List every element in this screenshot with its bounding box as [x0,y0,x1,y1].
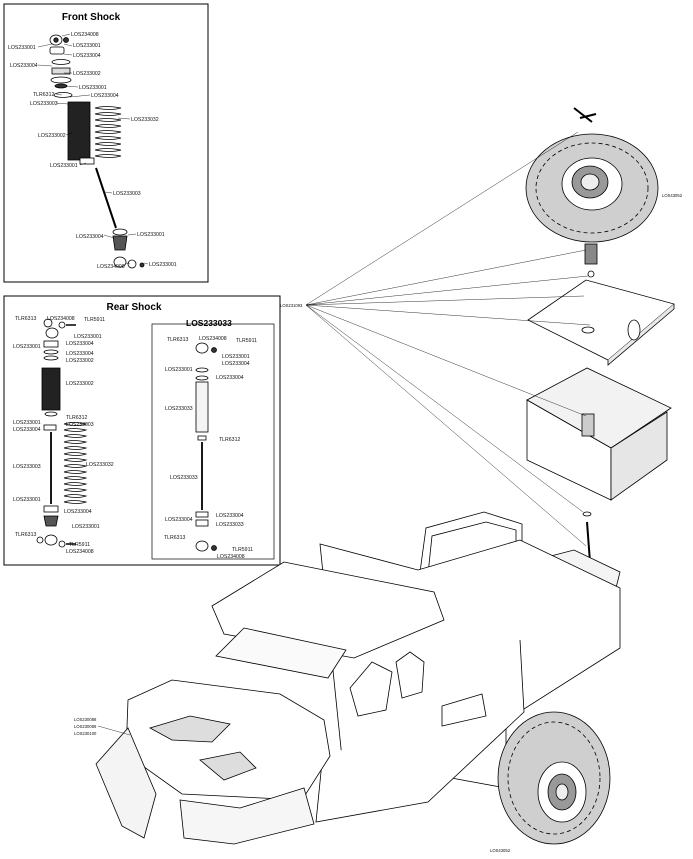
body-callout-label: LOS230088 [74,717,97,722]
rear-shock-label: LOS233004 [64,509,92,515]
front-shock-label: LOS233001 [8,45,36,51]
rear-shock-alt-label: LOS233004 [216,375,244,381]
callout-lines [305,131,591,547]
rear-shock-alt-box: LOS233033 TLR6313 LOS234008 TLR5911 LOS2… [151,318,275,560]
rear-shock-alt-label: TLR6313 [167,337,188,343]
rear-shock-alt-label: LOS233033 [165,406,193,412]
front-shock-label: TLR6312 [33,92,54,98]
body-callout-label: LOS230089 [74,724,97,729]
front-shock-label: LOS233001 [50,163,78,169]
vehicle-body [95,511,621,845]
rear-shock-label: LOS233004 [13,427,41,433]
rear-shock-label: LOS233001 [13,344,41,350]
front-shock-label: LOS234008 [71,32,99,38]
rear-shock-label: TLR5911 [69,542,90,548]
front-shock-label: LOS233004 [73,53,101,59]
rear-shock-label: LOS233001 [13,420,41,426]
rear-shock-label: LOS233003 [13,464,41,470]
rear-shock-alt-label: LOS233004 [165,517,193,523]
rear-shock-alt-label: TLR6312 [219,437,240,443]
rear-shock-alt-label: LOS233033 [216,522,244,528]
rear-shock-label: LOS234008 [47,316,75,322]
rear-shock-label: LOS233003 [66,422,94,428]
rear-shock-alt-label: LOS233001 [165,367,193,373]
rear-shock-alt-label: LOS234008 [199,336,227,342]
front-shock-leaders [37,33,149,265]
front-shock-labels: LOS234008 LOS233001 LOS233001 LOS233004 … [8,32,177,270]
rear-shock-label: LOS234008 [66,549,94,555]
front-shock-drawing [49,34,145,269]
rear-shock-label: TLR5911 [84,317,105,323]
front-shock-label: LOS233001 [149,262,177,268]
rear-shock-label: LOS233002 [66,381,94,387]
rear-shock-alt-label: LOS233033 [170,475,198,481]
rear-shock-label: LOS233001 [72,524,100,530]
rear-shock-labels: TLR6313 LOS234008 TLR5911 LOS233001 LOS2… [13,316,114,555]
front-tire [497,711,611,845]
front-shock-panel: Front Shock [3,3,209,283]
rear-shock-alt-label: LOS233004 [222,361,250,367]
rear-shock-drawing [36,318,88,548]
shared-callout-label: LOS231093 [280,303,303,308]
rear-shock-alt-label: LOS234008 [217,554,245,560]
battery-box [526,367,672,501]
rear-shock-label: LOS233001 [74,334,102,340]
front-shock-label: LOS233004 [76,234,104,240]
body-callout-label: LOS230100 [74,731,97,736]
front-shock-label: LOS233001 [73,43,101,49]
rear-shock-alt-title: LOS233033 [186,318,232,328]
front-shock-label: LOS233002 [73,71,101,77]
front-shock-label: LOS233003 [113,191,141,197]
rear-shock-label: TLR6312 [66,415,87,421]
rear-shock-alt-label: LOS233004 [216,513,244,519]
front-shock-title: Front Shock [62,12,121,23]
front-shock-label: LOS233003 [30,101,58,107]
rear-shock-label: TLR6313 [15,532,36,538]
rear-shock-label: LOS233002 [66,358,94,364]
rear-shock-alt-label: TLR5911 [236,338,257,344]
rear-shock-alt-label: LOS233001 [222,354,250,360]
rear-shock-title: Rear Shock [106,302,161,313]
spare-tire [525,107,659,278]
screw [582,511,592,563]
front-shock-label: LOS233004 [91,93,119,99]
body-callouts: LOS230088 LOS230089 LOS230100 [74,717,131,736]
front-shock-label: LOS233004 [10,63,38,69]
rear-shock-label: TLR6313 [15,316,36,322]
rear-shock-label: LOS233032 [86,462,114,468]
rear-shock-label: LOS233001 [13,497,41,503]
front-shock-label: LOS234008 [97,264,125,270]
rear-shock-alt-label: TLR5911 [232,547,253,553]
rear-shock-label: LOS233004 [66,341,94,347]
front-shock-label: LOS233001 [79,85,107,91]
front-shock-label: LOS233001 [137,232,165,238]
front-tire-label: LOS43052 [490,848,511,853]
rear-shock-label: LOS233004 [66,351,94,357]
rear-shock-panel: Rear Shock TLR6313 LOS234008 TLR5911 [3,295,281,566]
rear-shock-alt-label: TLR6313 [164,535,185,541]
front-shock-label: LOS233002 [38,133,66,139]
spare-tire-label: LOS43052 [662,193,683,198]
lid-plate [527,279,675,366]
front-shock-label: LOS233032 [131,117,159,123]
